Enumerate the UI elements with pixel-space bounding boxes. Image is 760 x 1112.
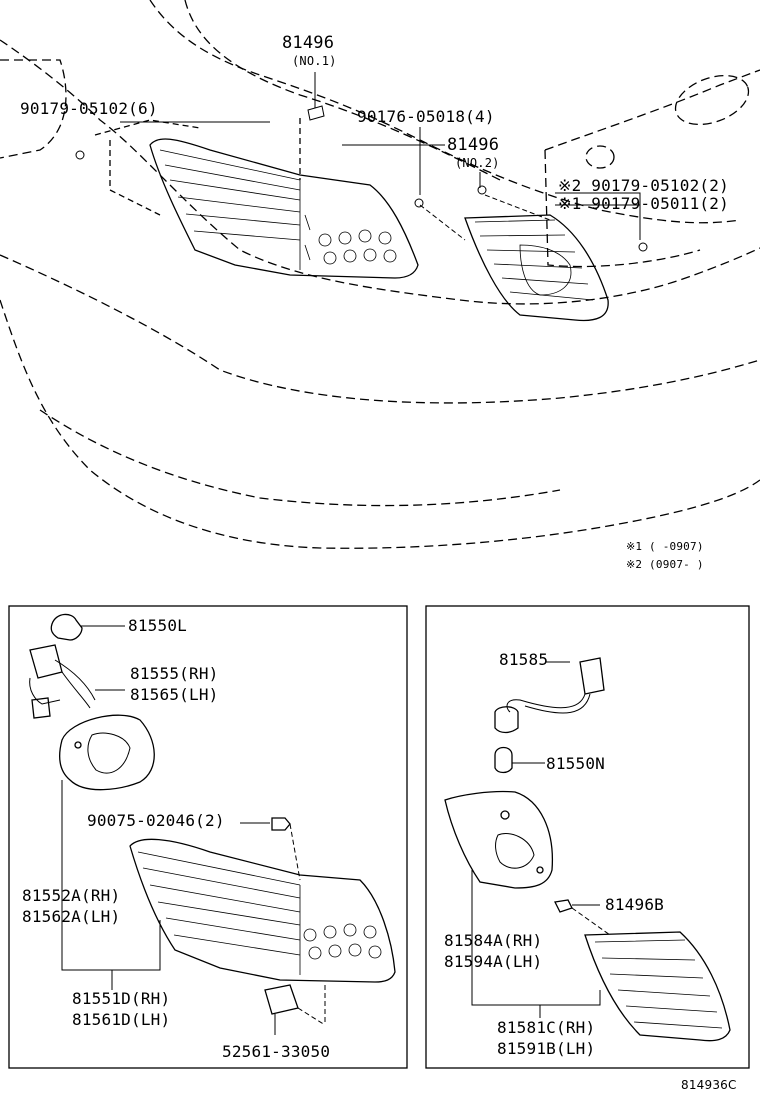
label-81496-no2: 81496 bbox=[447, 135, 500, 155]
connector-52561 bbox=[264, 984, 326, 1035]
bulb-81550L bbox=[50, 613, 125, 641]
label-81565-lh: 81565(LH) bbox=[130, 685, 219, 704]
right-detail-box bbox=[425, 605, 750, 1069]
screw-90075 bbox=[240, 817, 301, 881]
label-81562A-lh: 81562A(LH) bbox=[22, 907, 121, 926]
outer-tail-lamp-top bbox=[149, 138, 419, 279]
wire-harness-81585 bbox=[494, 657, 605, 734]
label-81496-no1: 81496 bbox=[282, 33, 335, 53]
diagram-code: 814936C bbox=[681, 1078, 737, 1092]
label-81496-no2-sub: (NO.2) bbox=[455, 156, 500, 170]
label-90179-05102-6: 90179-05102(6) bbox=[20, 99, 158, 118]
label-81496B: 81496B bbox=[605, 895, 664, 914]
inner-lamp-top bbox=[464, 214, 609, 322]
label-90176-05018-4: 90176-05018(4) bbox=[357, 107, 495, 126]
bulb-81550N bbox=[494, 746, 545, 774]
clip-81496B bbox=[554, 899, 611, 936]
label-81550L: 81550L bbox=[128, 616, 187, 635]
label-81584A-rh: 81584A(RH) bbox=[444, 931, 543, 950]
label-81585: 81585 bbox=[499, 650, 549, 669]
fasteners-top bbox=[75, 105, 648, 252]
label-81552A-rh: 81552A(RH) bbox=[22, 886, 121, 905]
label-81550N: 81550N bbox=[546, 754, 605, 773]
label-90075-02046-2: 90075-02046(2) bbox=[87, 811, 225, 830]
tail-lamp-81551D bbox=[129, 838, 396, 983]
label-81555-rh: 81555(RH) bbox=[130, 664, 219, 683]
label-81496-no1-sub: (NO.1) bbox=[292, 54, 337, 68]
label-52561-33050: 52561-33050 bbox=[222, 1042, 331, 1061]
label-81594A-lh: 81594A(LH) bbox=[444, 952, 543, 971]
left-detail-box bbox=[8, 605, 408, 1069]
label-81581C-rh: 81581C(RH) bbox=[497, 1018, 596, 1037]
label-81591B-lh: 81591B(LH) bbox=[497, 1039, 596, 1058]
label-90179-05102-2: ※2 90179-05102(2) bbox=[558, 176, 729, 195]
label-81551D-rh: 81551D(RH) bbox=[72, 989, 171, 1008]
gasket-81552A bbox=[58, 714, 155, 791]
socket-wire-81555 bbox=[29, 644, 125, 719]
gasket-81584A bbox=[444, 790, 554, 889]
inner-lamp-81581C bbox=[584, 931, 731, 1042]
note-2: ※2 (0907- ) bbox=[626, 558, 704, 571]
note-1: ※1 ( -0907) bbox=[626, 540, 704, 553]
label-81561D-lh: 81561D(LH) bbox=[72, 1010, 171, 1029]
label-90179-05011-2: ※1 90179-05011(2) bbox=[558, 194, 729, 213]
vehicle-body-outline bbox=[0, 0, 760, 549]
